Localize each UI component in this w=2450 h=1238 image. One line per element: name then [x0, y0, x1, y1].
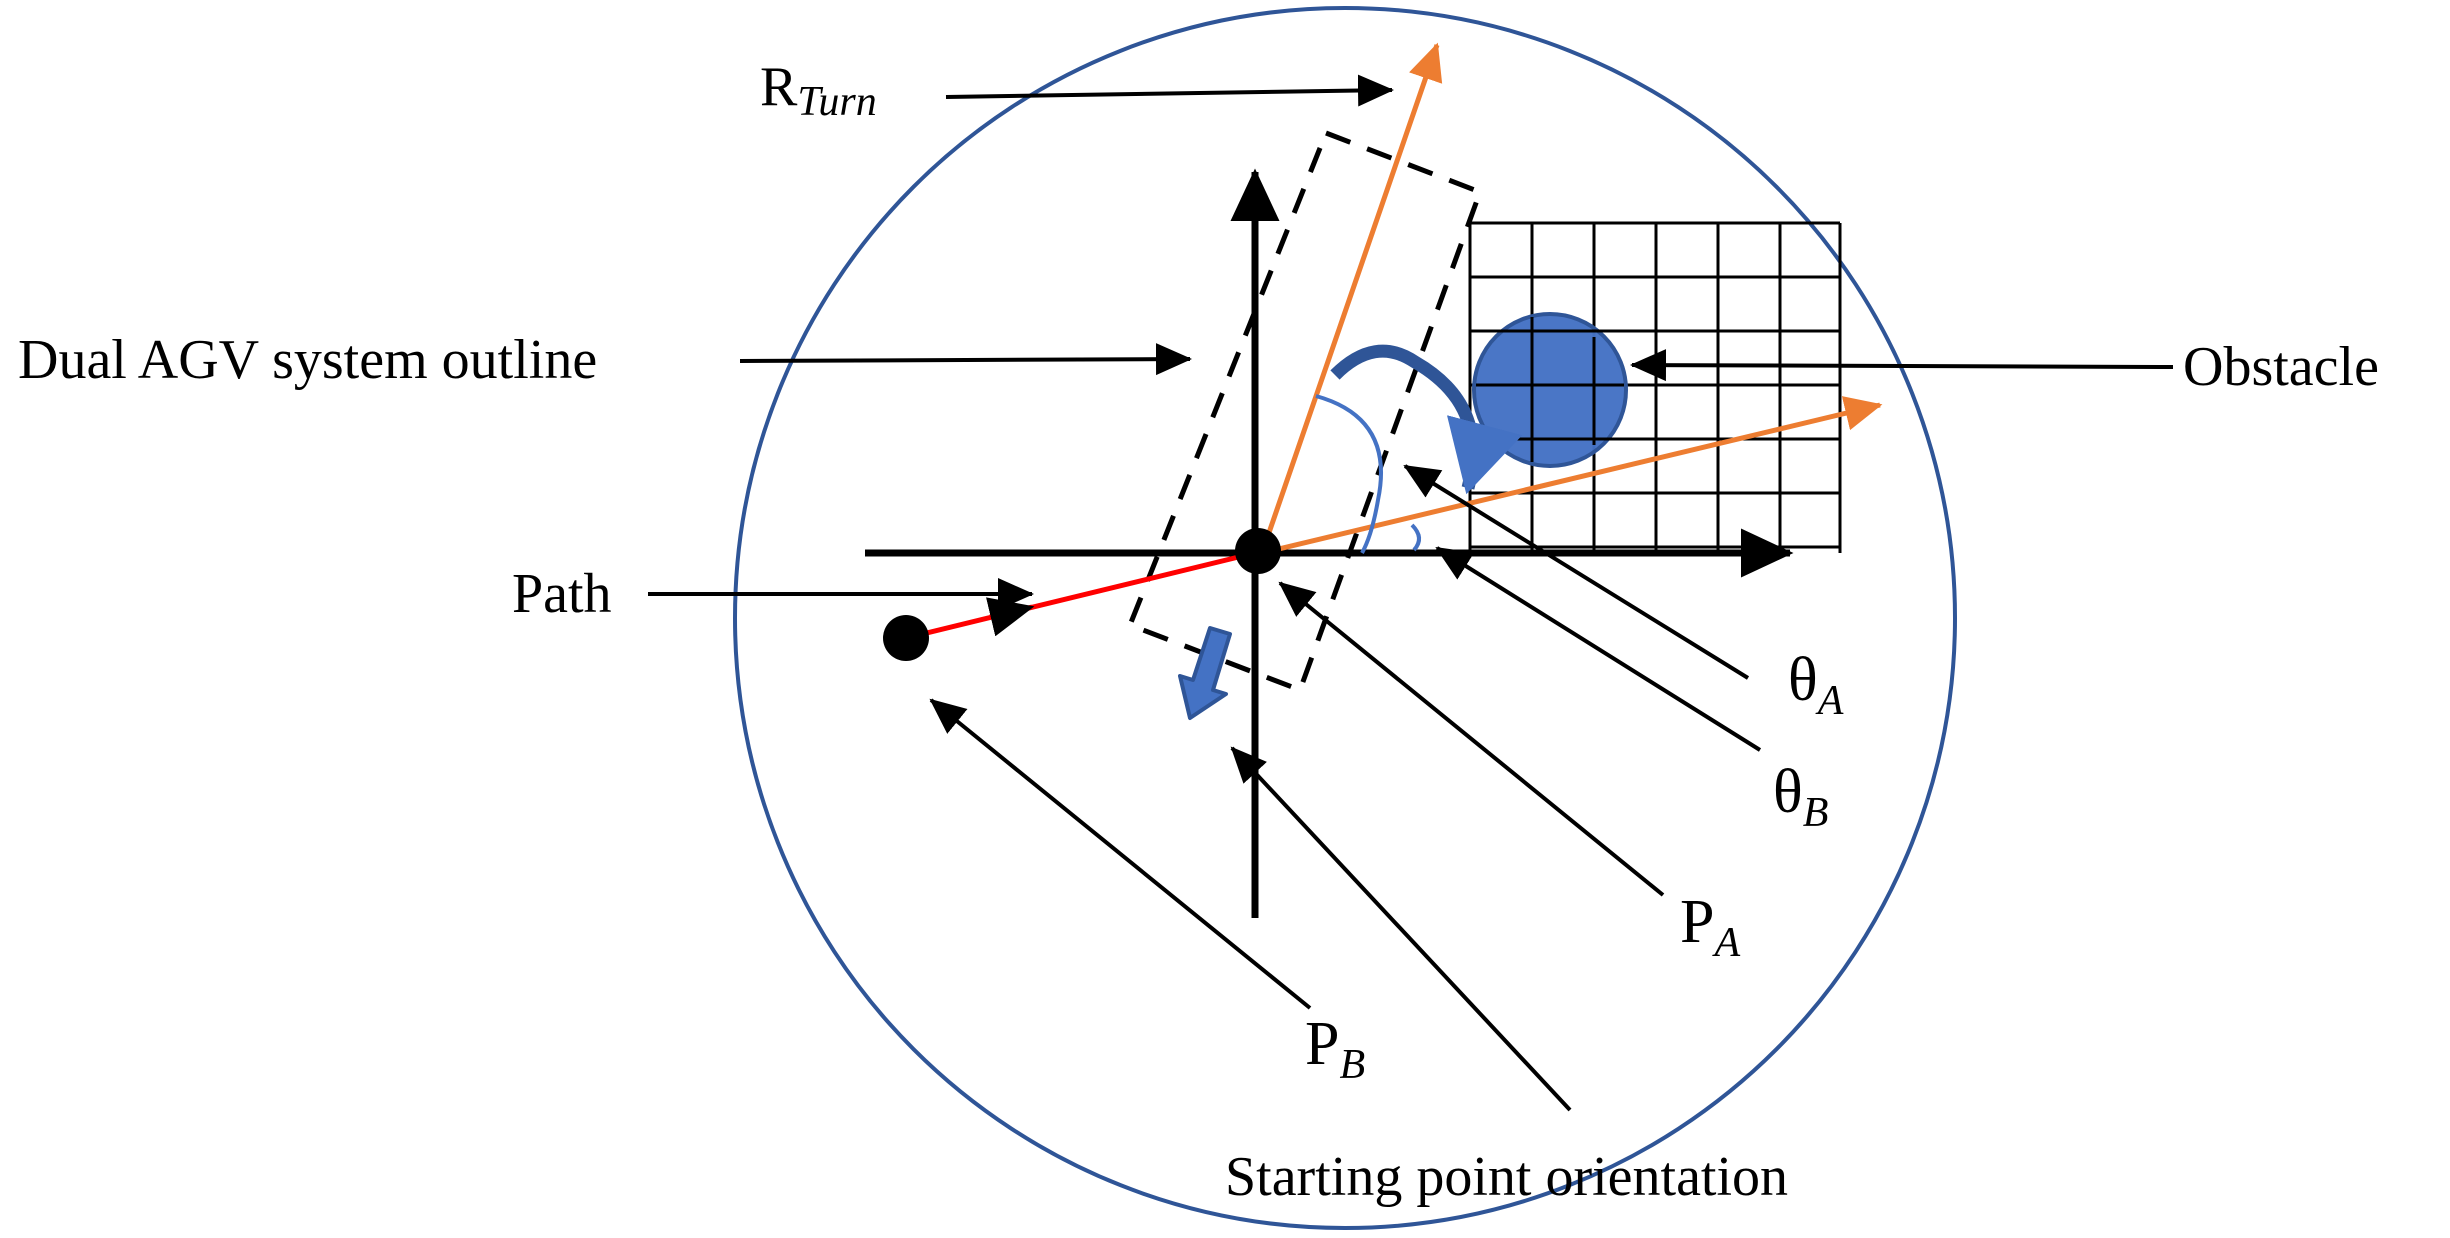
- theta-a-arc: [1315, 394, 1383, 554]
- theta-b-label: θB: [1773, 758, 1828, 836]
- p-b-label: PB: [1305, 1010, 1365, 1088]
- obstacle-shape: [1472, 312, 1628, 468]
- start-orientation-label: Starting point orientation: [1225, 1146, 1788, 1208]
- rotation-arc: [1330, 344, 1523, 495]
- path-line: [905, 550, 1256, 641]
- r-turn-label: RTurn: [760, 56, 877, 125]
- agv-outline-rect: [1126, 129, 1484, 694]
- point-a-dot: [1235, 528, 1281, 574]
- outline-label: Dual AGV system outline: [18, 329, 597, 391]
- obstacle-label: Obstacle: [2183, 336, 2379, 398]
- theta-b-arc: [1410, 523, 1421, 552]
- orientation-pointer: [1230, 746, 1572, 1112]
- r-turn-pointer: [945, 74, 1394, 107]
- point-b-dot: [883, 615, 929, 661]
- heading-vector-b: [1261, 396, 1883, 556]
- boundary-circle: [733, 6, 1957, 1230]
- annotation-arrows: [648, 74, 2174, 1112]
- path-label: Path: [512, 563, 612, 625]
- p-a-label: PA: [1680, 888, 1740, 966]
- p-b-pointer: [929, 698, 1312, 1010]
- down-arrow-icon: [1178, 626, 1232, 720]
- outline-pointer: [739, 343, 1192, 376]
- obstacle-pointer: [1630, 349, 2174, 382]
- heading-vector-a: [1259, 42, 1443, 554]
- p-a-pointer: [1278, 581, 1665, 897]
- theta-a-label: θA: [1788, 646, 1844, 724]
- theta-b-pointer: [1435, 546, 1762, 752]
- theta-a-pointer: [1403, 464, 1750, 680]
- path-direction-arrow: [986, 597, 1035, 637]
